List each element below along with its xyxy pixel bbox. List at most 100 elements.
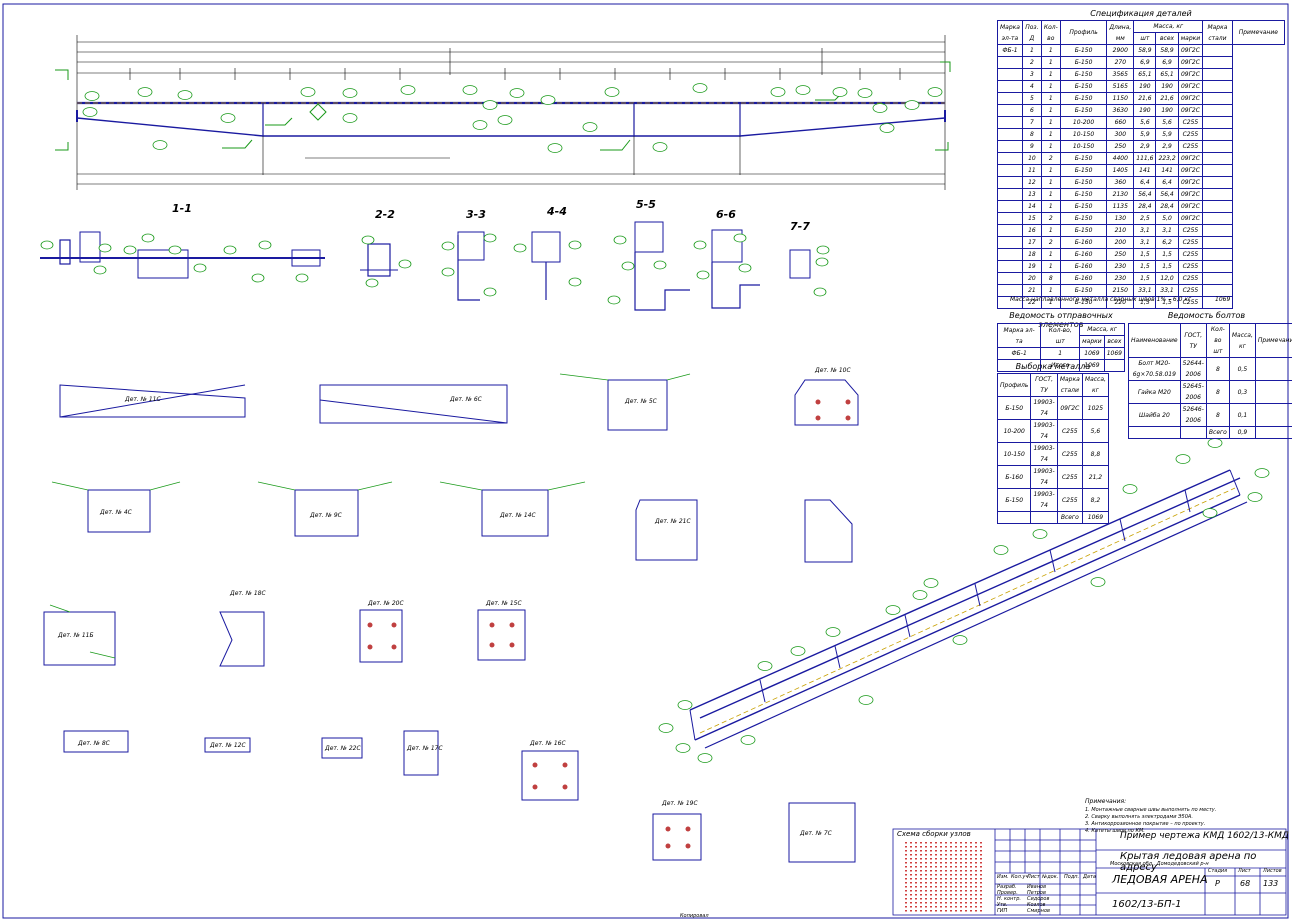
spec-cell bbox=[997, 236, 1023, 249]
spec-cell: 1 bbox=[1040, 176, 1061, 189]
spec-cell bbox=[1202, 140, 1233, 153]
spec-cell: 5,6 bbox=[1133, 116, 1157, 129]
bolts-cell: Всего bbox=[1205, 426, 1230, 439]
weld-leaders bbox=[49, 373, 691, 659]
bolts-cell: 52644-2006 bbox=[1179, 357, 1207, 381]
sheets-header: Листов bbox=[1263, 868, 1282, 874]
detail-label: Дет. № 16С bbox=[530, 740, 566, 747]
bolts-cell: Гайка М20 bbox=[1128, 380, 1181, 404]
spec-cell bbox=[1202, 128, 1233, 141]
bolts-header: Наименование bbox=[1128, 323, 1181, 358]
spec-cell: 1,5 bbox=[1133, 296, 1157, 309]
isometric-truss bbox=[658, 438, 1270, 763]
spec-cell bbox=[997, 128, 1023, 141]
spec-cell bbox=[1202, 260, 1233, 273]
elements-cell: ФБ-1 bbox=[996, 347, 1042, 360]
spec-cell: 270 bbox=[1106, 56, 1135, 69]
spec-cell: 10-150 bbox=[1059, 128, 1108, 141]
section-label-2: 2-2 bbox=[375, 208, 395, 221]
spec-cell: Б-150 bbox=[1059, 164, 1108, 177]
role-label: Утв. bbox=[997, 902, 1008, 908]
spec-cell bbox=[1202, 56, 1233, 69]
role-label: ГИП bbox=[997, 908, 1008, 914]
spec-cell: 1 bbox=[1040, 56, 1061, 69]
detail-label: Дет. № 8С bbox=[78, 740, 110, 747]
bolts-cell bbox=[1128, 426, 1181, 439]
profile-cell: Б-150 bbox=[996, 488, 1032, 512]
spec-cell: 18 bbox=[1021, 248, 1042, 261]
spec-cell bbox=[1202, 164, 1233, 177]
spec-cell: Б-150 bbox=[1059, 224, 1108, 237]
detail-label: Дет. № 21С bbox=[655, 518, 691, 525]
spec-cell bbox=[1202, 116, 1233, 129]
doc-code: Пример чертежа КМД 1602/13-КМД bbox=[1120, 831, 1289, 841]
spec-cell: 09Г2С bbox=[1177, 80, 1204, 93]
object-name: Крытая ледовая арена по адресу bbox=[1120, 851, 1257, 873]
spec-cell: 58,9 bbox=[1155, 44, 1179, 57]
spec-cell: 1,5 bbox=[1133, 248, 1157, 261]
spec-cell: 19 bbox=[1021, 260, 1042, 273]
spec-cell: 56,4 bbox=[1155, 188, 1179, 201]
col-label: Дата bbox=[1083, 874, 1096, 880]
col-label: Кол.уч bbox=[1011, 874, 1029, 880]
spec-cell: С255 bbox=[1177, 236, 1204, 249]
spec-total: 1069 bbox=[1215, 296, 1231, 303]
spec-subheader: всех bbox=[1155, 32, 1179, 45]
spec-cell bbox=[997, 296, 1023, 309]
bolts-cell: 52645-2006 bbox=[1179, 380, 1207, 404]
bolts-cell bbox=[1254, 380, 1292, 404]
spec-cell: 223,2 bbox=[1155, 152, 1179, 165]
detail-label: Дет. № 11С bbox=[125, 396, 161, 403]
bolt-holes bbox=[367, 399, 851, 849]
detail-label: Дет. № 4С bbox=[100, 509, 132, 516]
spec-cell: 20 bbox=[1021, 272, 1042, 285]
spec-cell: 1 bbox=[1040, 140, 1061, 153]
spec-cell: 1 bbox=[1040, 128, 1061, 141]
spec-cell: 2150 bbox=[1106, 284, 1135, 297]
profile-header: ГОСТ, ТУ bbox=[1030, 373, 1058, 397]
spec-cell: 3,1 bbox=[1155, 224, 1179, 237]
spec-cell: 22 bbox=[1021, 296, 1042, 309]
note-line: 3. Антикоррозионное покрытие – по проект… bbox=[1085, 821, 1206, 827]
spec-cell: 2900 bbox=[1106, 44, 1135, 57]
spec-cell: 16 bbox=[1021, 224, 1042, 237]
spec-cell: 09Г2С bbox=[1177, 212, 1204, 225]
spec-cell: 2,5 bbox=[1133, 212, 1157, 225]
spec-cell: 09Г2С bbox=[1177, 188, 1204, 201]
spec-cell: 141 bbox=[1155, 164, 1179, 177]
spec-cell: 1 bbox=[1040, 44, 1061, 57]
spec-cell: 21 bbox=[1021, 284, 1042, 297]
col-label: Изм. bbox=[997, 874, 1009, 880]
spec-cell bbox=[1202, 92, 1233, 105]
bolts-cell bbox=[1254, 357, 1292, 381]
bolts-cell: 8 bbox=[1205, 380, 1230, 404]
spec-cell: 12 bbox=[1021, 176, 1042, 189]
section-label-1: 1-1 bbox=[172, 202, 192, 215]
spec-cell: 1 bbox=[1040, 224, 1061, 237]
spec-cell: С255 bbox=[1177, 272, 1204, 285]
spec-cell: 6,9 bbox=[1155, 56, 1179, 69]
spec-cell: 09Г2С bbox=[1177, 44, 1204, 57]
elements-subheader: всех bbox=[1103, 335, 1126, 348]
spec-cell: 2,9 bbox=[1155, 140, 1179, 153]
profile-cell: 09Г2С bbox=[1056, 396, 1083, 420]
spec-cell: 13 bbox=[1021, 188, 1042, 201]
spec-cell: 2,9 bbox=[1133, 140, 1157, 153]
bolts-cell: Болт М20-6g×70.58.019 bbox=[1128, 357, 1181, 381]
bolts-cell bbox=[1254, 426, 1292, 439]
spec-cell: 4400 bbox=[1106, 152, 1135, 165]
spec-header: Марка стали bbox=[1202, 20, 1233, 45]
stage-header: Стадия bbox=[1208, 868, 1228, 874]
spec-cell: 1,5 bbox=[1155, 260, 1179, 273]
spec-cell: Б-150 bbox=[1059, 212, 1108, 225]
spec-cell bbox=[1202, 200, 1233, 213]
